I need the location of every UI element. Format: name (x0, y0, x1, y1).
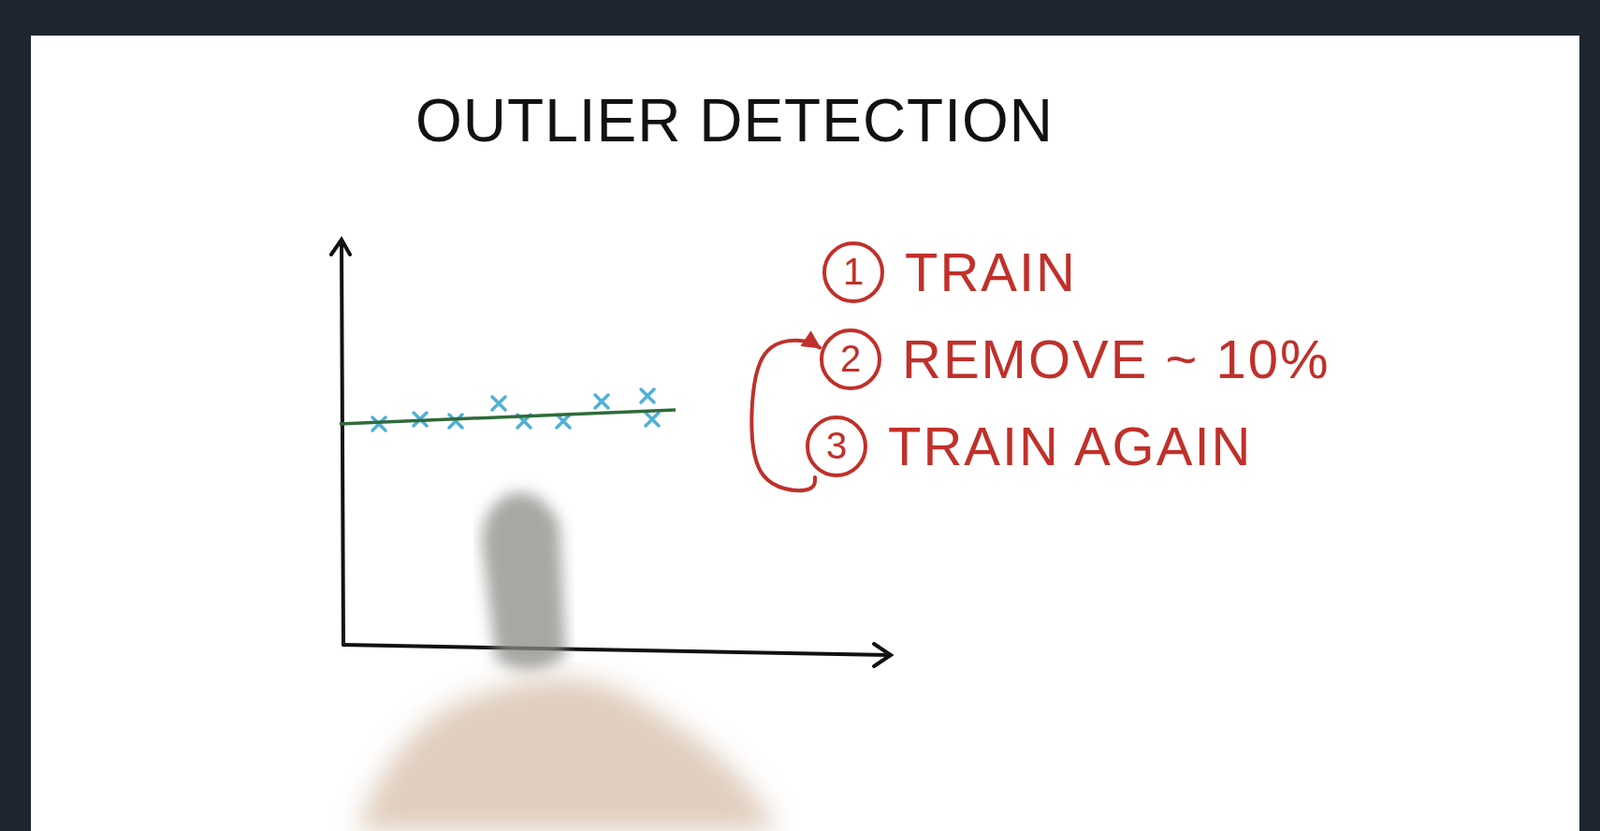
data-point (556, 414, 570, 428)
regression-line (339, 409, 676, 424)
step-number: 2 (819, 328, 882, 391)
title: OUTLIER DETECTION (0, 86, 1470, 156)
pen (481, 492, 567, 670)
data-points (372, 389, 659, 431)
data-point (595, 394, 609, 408)
step-item: 1 TRAIN (822, 240, 1077, 304)
hand (355, 677, 777, 831)
y-axis-arrow (331, 239, 350, 255)
y-axis (341, 241, 344, 645)
data-point (640, 389, 655, 403)
data-point (449, 414, 463, 428)
step-number: 3 (805, 415, 868, 478)
step-label: TRAIN AGAIN (887, 414, 1252, 478)
axes (331, 239, 891, 667)
x-axis (343, 644, 889, 655)
whiteboard (30, 35, 1580, 831)
step-item: 2 REMOVE ~ 10% (819, 327, 1331, 391)
step-number: 1 (822, 241, 885, 304)
x-axis-arrow (873, 643, 891, 667)
step-item: 3 TRAIN AGAIN (805, 414, 1252, 478)
loop-arrow (751, 340, 820, 491)
step-label: REMOVE ~ 10% (901, 327, 1331, 391)
data-point (645, 412, 659, 426)
data-point (492, 396, 506, 410)
step-label: TRAIN (904, 240, 1077, 304)
